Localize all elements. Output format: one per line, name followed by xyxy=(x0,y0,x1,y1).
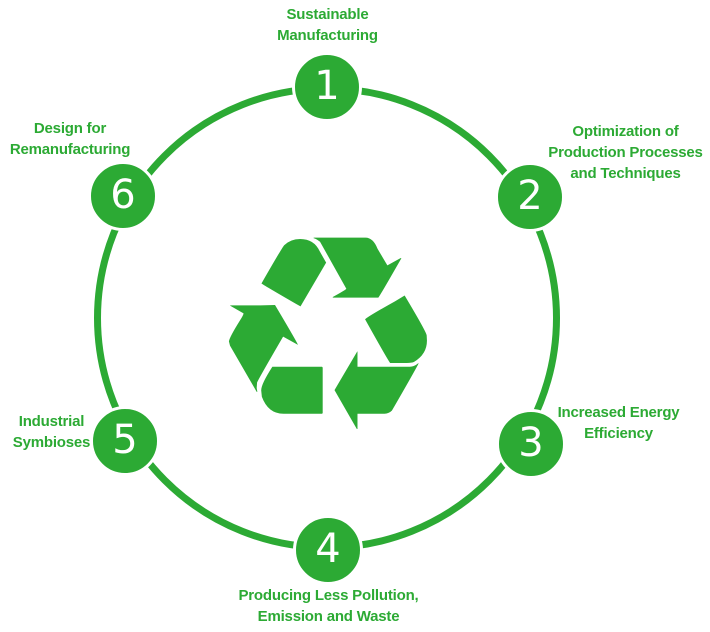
step-label-line: Optimization of xyxy=(572,123,679,140)
step-label-line: and Techniques xyxy=(570,165,681,182)
step-node-4: 4 xyxy=(293,515,363,585)
step-number-1: 1 xyxy=(314,63,340,109)
step-node-2: 2 xyxy=(495,162,565,232)
step-label-line: Industrial xyxy=(18,413,85,430)
step-label-line: Efficiency xyxy=(584,425,653,442)
step-label-line: Design for xyxy=(33,120,107,137)
step-node-5: 5 xyxy=(90,406,160,476)
step-label-4: Producing Less Pollution, Emission and W… xyxy=(226,585,431,627)
step-label-line: Increased Energy xyxy=(557,404,680,421)
step-number-4: 4 xyxy=(315,526,341,572)
step-label-line: Sustainable xyxy=(286,6,369,23)
step-label-line: Symbioses xyxy=(12,434,91,451)
step-label-line: Production Processes xyxy=(548,144,703,161)
step-label-line: Remanufacturing xyxy=(9,141,131,158)
step-number-3: 3 xyxy=(518,420,544,466)
step-node-1: 1 xyxy=(292,52,362,122)
step-node-6: 6 xyxy=(88,161,158,231)
step-label-line: Emission and Waste xyxy=(257,608,400,625)
recycle-icon: ♻ xyxy=(206,178,450,494)
step-label-2: Optimization of Production Processes and… xyxy=(548,121,703,184)
step-label-6: Design for Remanufacturing xyxy=(4,118,136,160)
step-label-5: Industrial Symbioses xyxy=(0,411,103,453)
step-number-2: 2 xyxy=(517,173,543,219)
step-label-3: Increased Energy Efficiency xyxy=(546,402,691,444)
step-node-3: 3 xyxy=(496,409,566,479)
step-label-line: Manufacturing xyxy=(277,27,378,44)
step-label-line: Producing Less Pollution, xyxy=(238,587,419,604)
step-label-1: Sustainable Manufacturing xyxy=(240,4,415,46)
step-number-5: 5 xyxy=(112,417,138,463)
step-number-6: 6 xyxy=(110,172,136,218)
